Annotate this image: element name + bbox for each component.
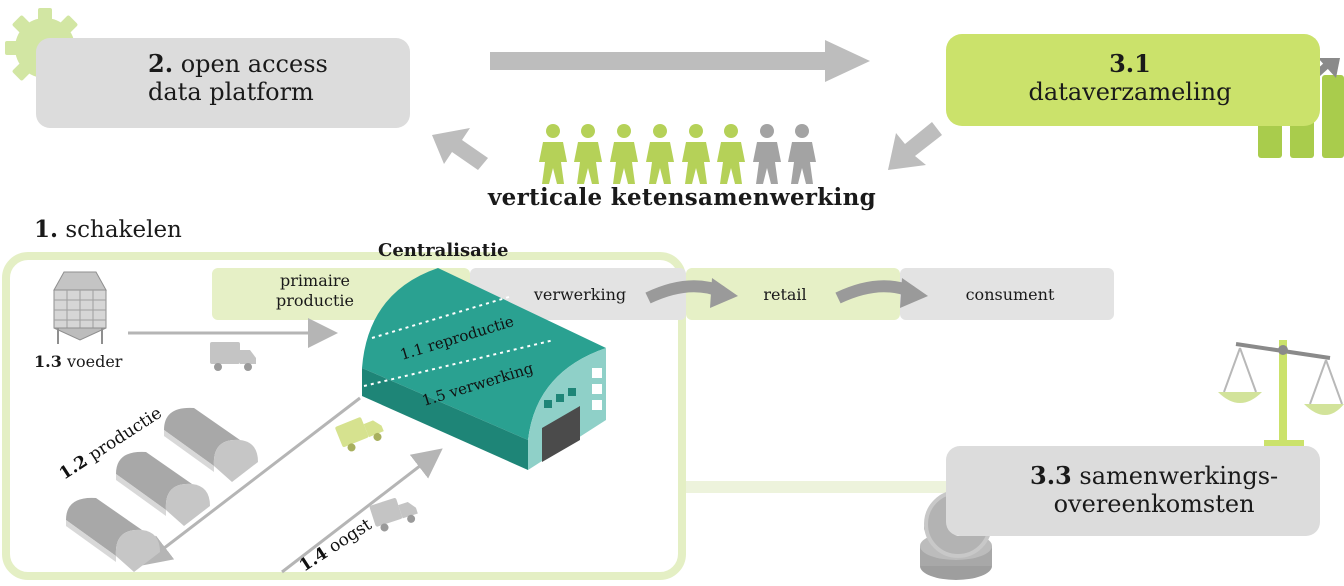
collection-label: dataverzameling	[1028, 78, 1232, 106]
flow-arrow-right	[490, 40, 870, 82]
scales-icon	[1218, 340, 1344, 448]
production-sheds-icon	[66, 407, 258, 572]
switching-frame	[2, 252, 686, 580]
collection-box	[946, 34, 1320, 126]
agreements-number: 3.3	[1030, 461, 1072, 490]
people-icon-row	[539, 124, 816, 184]
harvest-label: 1.4 oogst	[296, 515, 376, 576]
platform-box	[36, 38, 410, 128]
truck-icon-green	[335, 417, 384, 452]
cooperation-label: verticale ketensamenwerking	[488, 184, 876, 211]
agreements-box	[946, 446, 1320, 536]
platform-line1: open access	[180, 50, 328, 78]
chain-primary-line2: productie	[275, 291, 355, 310]
central-building-icon: 1.1 reproductie 1.5 verwerking	[362, 268, 606, 470]
agreements-line2: overeenkomsten	[1053, 490, 1255, 518]
flow-arrow-down-left	[888, 122, 942, 170]
switching-number: 1.	[34, 216, 59, 243]
chain-consumer-label: consument	[965, 285, 1055, 304]
chain-retail-label: retail	[763, 285, 807, 304]
agreements-line1: samenwerkings-	[1079, 462, 1279, 490]
truck-icon-feed	[210, 342, 256, 371]
platform-line2: data platform	[148, 78, 314, 106]
chain-box-processing	[470, 268, 686, 320]
chain-primary-line1: primaire	[280, 271, 350, 290]
feed-text: voeder	[66, 352, 123, 371]
platform-number: 2.	[148, 49, 174, 78]
switching-label: 1. schakelen	[34, 216, 182, 243]
truck-icon-harvest	[369, 498, 418, 532]
silo-icon	[53, 271, 107, 344]
chain-box-retail	[686, 268, 900, 320]
agreements-text: 3.3 samenwerkings- overeenkomsten	[1030, 461, 1279, 519]
transport-line-up	[281, 448, 443, 574]
chain-arrow-1-head	[710, 278, 738, 308]
flow-arrow-up-left	[432, 128, 488, 170]
agreements-connector	[686, 481, 950, 493]
chain-processing-label: verwerking	[533, 285, 627, 304]
collection-number: 3.1	[1109, 49, 1151, 78]
platform-text: 2. open access data platform	[148, 49, 328, 107]
feed-label: 1.3 voeder	[34, 352, 122, 371]
collection-text: 3.1 dataverzameling	[1010, 49, 1250, 107]
chain-primary-label: primaire productie	[250, 271, 380, 311]
central-label: Centralisatie	[378, 240, 509, 261]
transport-line-down	[141, 396, 361, 566]
feed-number: 1.3	[34, 352, 62, 371]
chain-arrow-2-head	[900, 278, 928, 308]
switching-text: schakelen	[65, 217, 182, 243]
chain-box-consumer	[900, 268, 1114, 320]
